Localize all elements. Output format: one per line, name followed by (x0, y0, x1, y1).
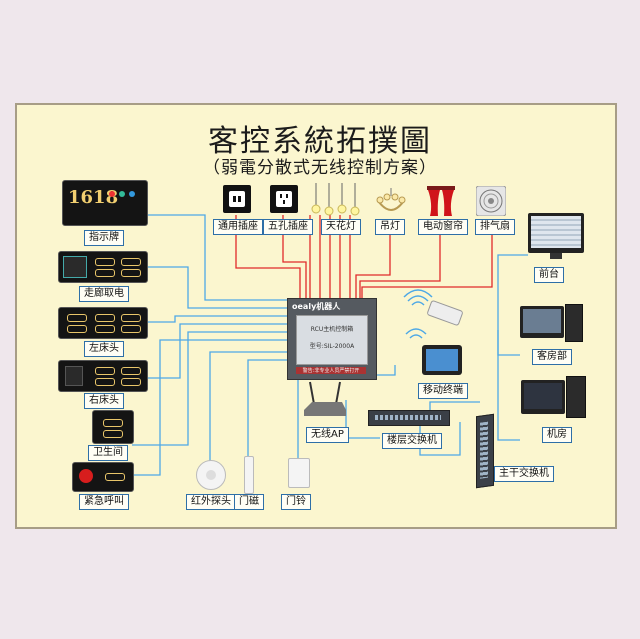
label-front-desk: 前台 (534, 267, 564, 283)
label-ceiling-light: 天花灯 (321, 219, 361, 235)
corridor-card-panel (58, 251, 148, 283)
rcu-controller: oealy机器人 RCU主机控制箱 型号:SIL-2000A 警告:非专业人员严… (287, 298, 377, 380)
label-emergency: 紧急呼叫 (79, 494, 129, 510)
label-doorbell: 门铃 (281, 494, 311, 510)
curtain-icon (427, 186, 455, 216)
rcu-footer: 警告:非专业人员严禁打开 (296, 367, 366, 374)
rcu-brand: oealy机器人 (292, 302, 341, 311)
label-mobile: 移动终端 (418, 383, 468, 399)
server-room-tower-icon (566, 376, 586, 418)
tablet-icon (422, 345, 462, 375)
emergency-panel (72, 462, 134, 492)
doorbell-icon (288, 458, 310, 488)
label-core-switch: 主干交换机 (494, 466, 554, 482)
label-doorplate: 指示牌 (84, 230, 124, 246)
socket5-icon (270, 185, 298, 213)
label-socket5: 五孔插座 (263, 219, 313, 235)
label-pendant-light: 吊灯 (375, 219, 405, 235)
label-floor-switch: 楼层交换机 (382, 433, 442, 449)
floor-switch-icon (368, 410, 450, 426)
rcu-model-line1: RCU主机控制箱 (310, 326, 354, 333)
label-socket3: 通用插座 (213, 219, 263, 235)
label-left-bed: 左床头 (84, 341, 124, 357)
diagram-subtitle: （弱電分散式无线控制方案） (203, 158, 437, 178)
label-exhaust-fan: 排气扇 (475, 219, 515, 235)
doorplate-panel: 1618 (62, 180, 148, 226)
right-bed-panel (58, 360, 148, 392)
ceiling-light-icon (311, 183, 360, 216)
core-switch-icon (476, 413, 494, 489)
label-wireless-ap: 无线AP (306, 427, 349, 443)
bathroom-panel (92, 410, 134, 444)
exhaust-fan-icon (476, 186, 506, 216)
label-corridor-card: 走廊取电 (79, 286, 129, 302)
housekeeping-computer-icon (520, 306, 564, 338)
label-curtain: 电动窗帘 (418, 219, 468, 235)
label-server-room: 机房 (542, 427, 572, 443)
doorplate-number: 1618 (68, 187, 119, 208)
label-door-sensor: 门磁 (234, 494, 264, 510)
pendant-light-icon (376, 188, 406, 211)
ir-probe-icon (196, 460, 226, 490)
front-desk-monitor-icon (528, 213, 584, 259)
blue-wires (132, 214, 528, 476)
wireless-ap-icon (304, 381, 346, 416)
diagram-title: 客控系統拓撲圖 (208, 124, 432, 159)
label-housekeeping: 客房部 (532, 349, 572, 365)
door-sensor-icon (244, 456, 254, 494)
label-bathroom: 卫生间 (88, 445, 128, 461)
wifi-icon (403, 289, 433, 339)
socket3-icon (223, 185, 251, 213)
server-room-computer-icon (521, 380, 565, 414)
left-bed-panel (58, 307, 148, 339)
label-ir-probe: 红外探头 (186, 494, 236, 510)
housekeeping-tower-icon (565, 304, 583, 342)
label-right-bed: 右床头 (84, 393, 124, 409)
rcu-model-line2: 型号:SIL-2000A (309, 343, 355, 350)
